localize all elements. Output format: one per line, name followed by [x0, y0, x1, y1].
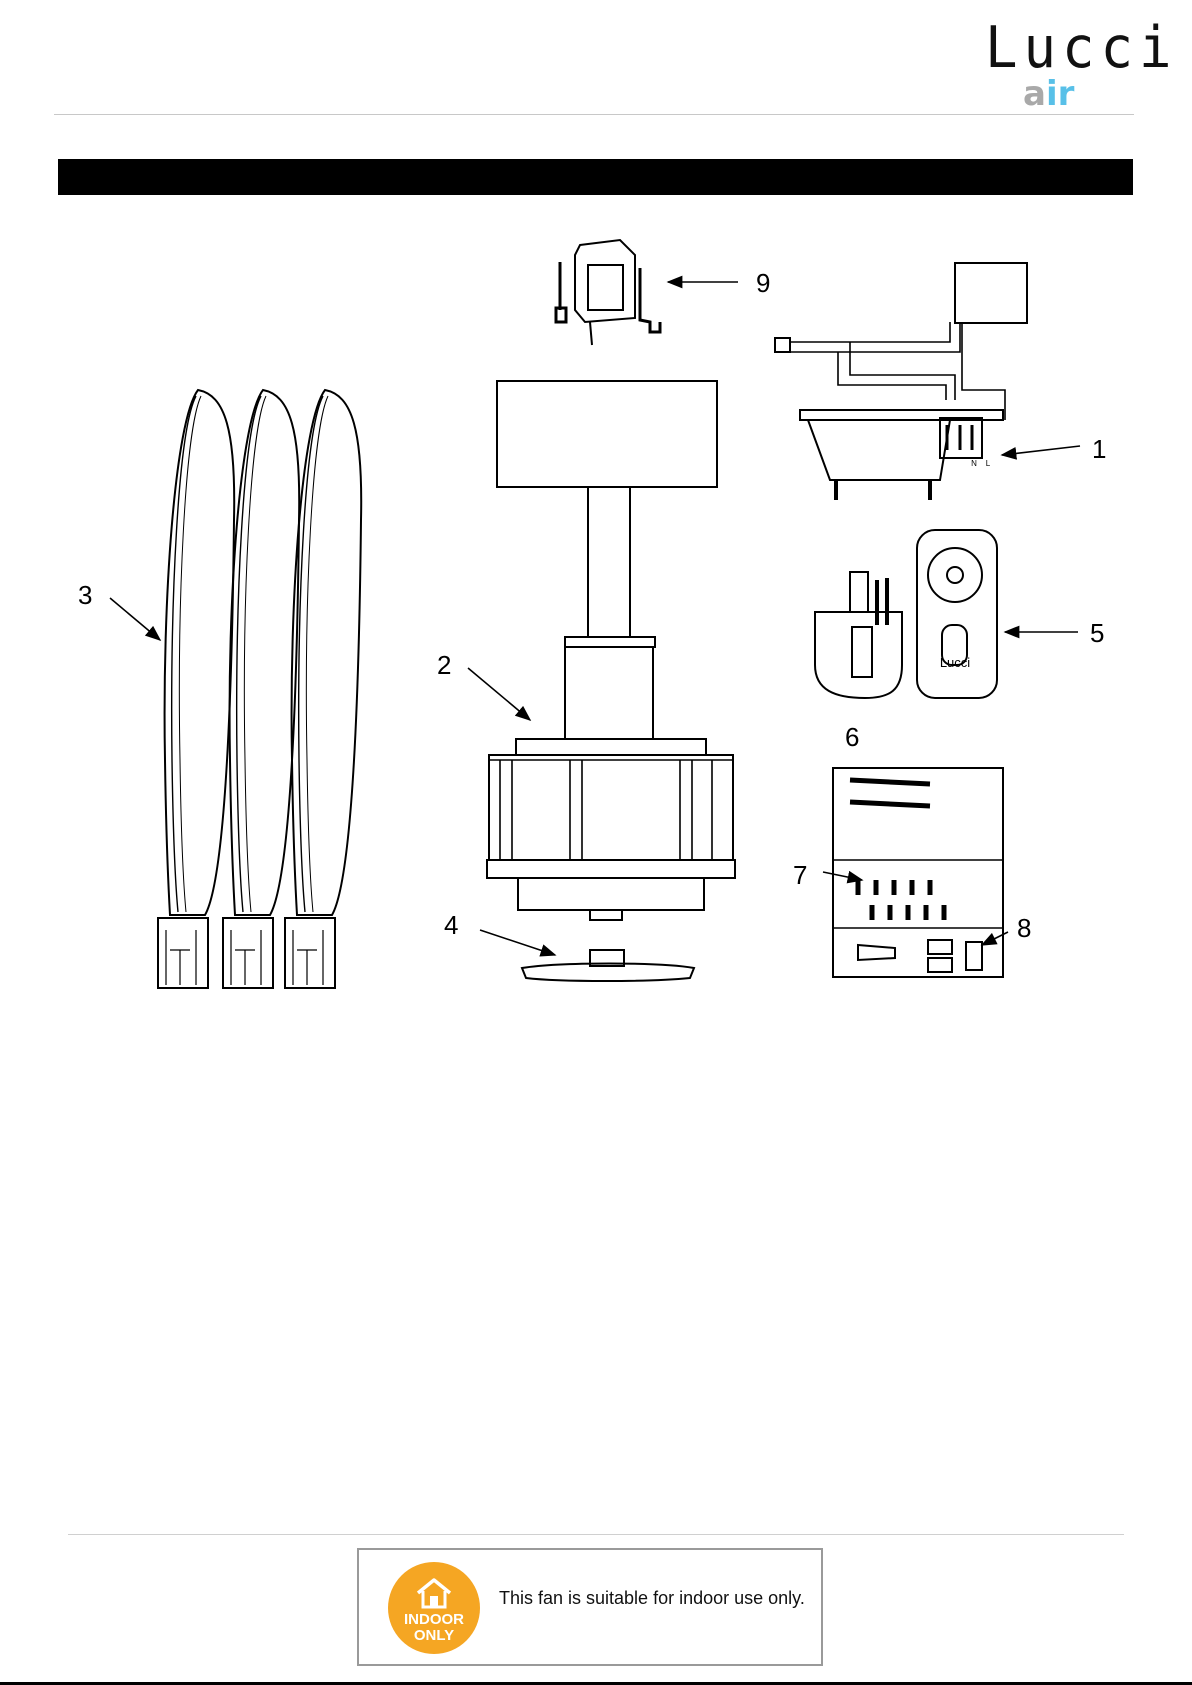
terminal-label-n: N — [971, 459, 977, 468]
callout-3: 3 — [78, 580, 92, 611]
callout-4: 4 — [444, 910, 458, 941]
terminal-label-l: L — [986, 459, 991, 468]
bottom-cover-illustration — [522, 950, 694, 981]
fan-blades-illustration — [158, 390, 361, 988]
fan-blade — [285, 390, 361, 988]
logo-wordmark: Lucci — [985, 17, 1120, 80]
remote-control-illustration — [815, 530, 997, 698]
house-icon — [414, 1576, 454, 1610]
remote-brand-text: Lucci — [940, 655, 970, 670]
indoor-use-notice: INDOOR ONLY This fan is suitable for ind… — [357, 1548, 823, 1666]
logo-subtitle-plain: a — [1023, 74, 1046, 114]
indoor-only-badge: INDOOR ONLY — [388, 1562, 480, 1654]
indoor-notice-text: This fan is suitable for indoor use only… — [499, 1588, 805, 1609]
motor-assembly-illustration — [487, 381, 735, 920]
hardware-kit-illustration — [833, 768, 1003, 977]
callout-9: 9 — [756, 268, 770, 299]
brand-logo: Lucci air — [985, 18, 1120, 108]
callout-6: 6 — [845, 722, 859, 753]
callout-arrows — [110, 282, 1080, 955]
parts-diagram: Lucci N L — [0, 200, 1192, 1030]
section-heading-bar — [58, 159, 1133, 195]
callout-2: 2 — [437, 650, 451, 681]
callout-7: 7 — [793, 860, 807, 891]
fan-blade — [158, 390, 234, 988]
footer-divider — [68, 1534, 1124, 1535]
badge-line-2: ONLY — [388, 1628, 480, 1644]
callout-8: 8 — [1017, 913, 1031, 944]
badge-line-1: INDOOR — [388, 1612, 480, 1628]
callout-1: 1 — [1092, 434, 1106, 465]
receiver-module-illustration — [556, 240, 660, 345]
header-divider — [54, 114, 1134, 115]
logo-subtitle: air — [1023, 74, 1074, 114]
callout-5: 5 — [1090, 618, 1104, 649]
logo-subtitle-accent: ir — [1046, 74, 1074, 114]
